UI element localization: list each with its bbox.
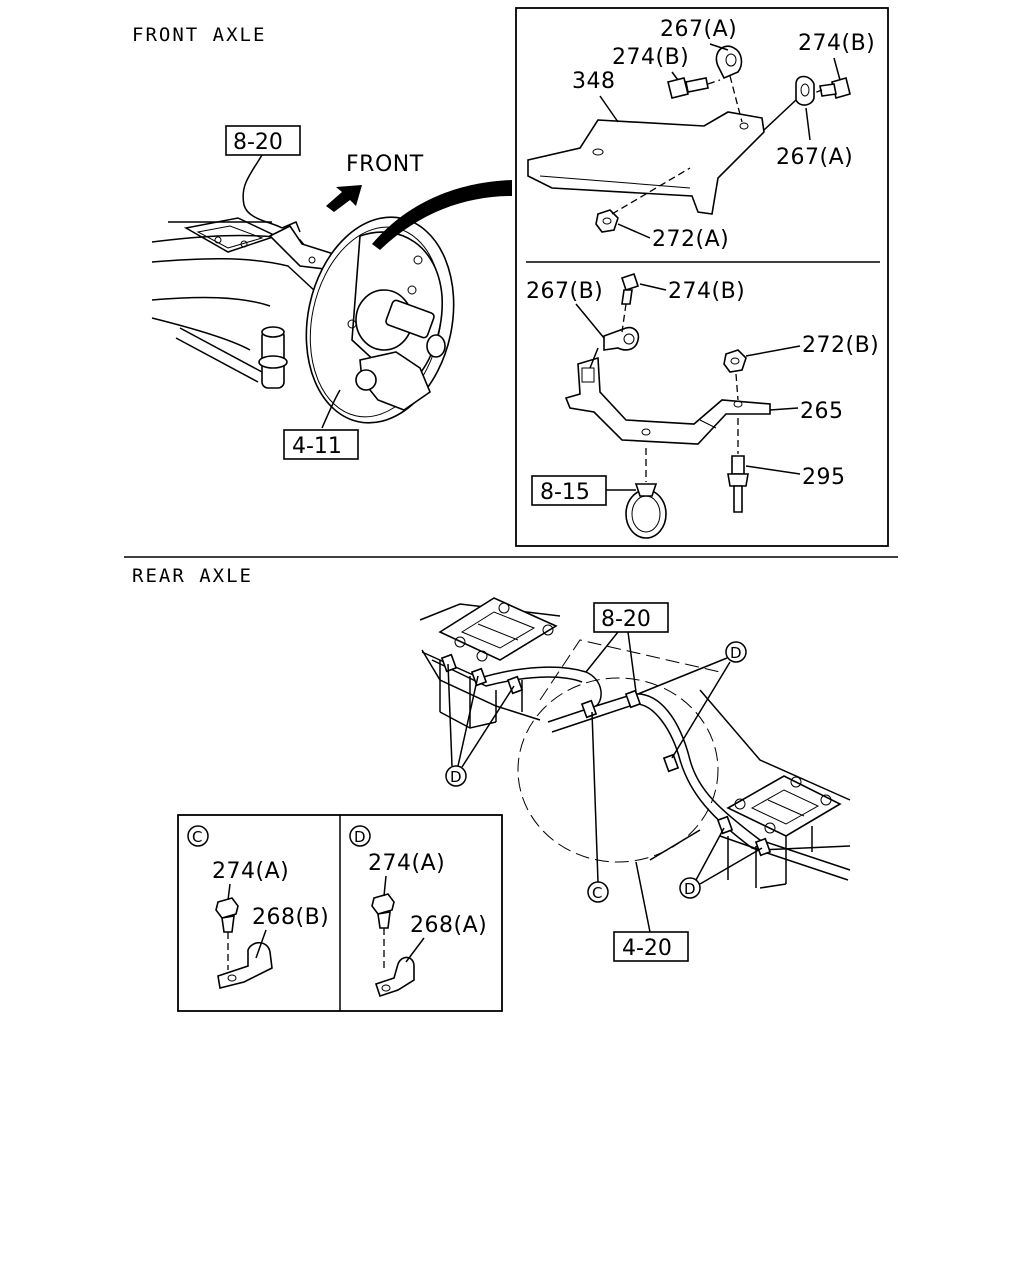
- clamp-267a-top: [715, 45, 743, 80]
- front-hub-ref: 4-11: [283, 429, 359, 460]
- detail-pointer-arrow: [372, 180, 512, 250]
- svg-text:8-15: 8-15: [540, 480, 590, 505]
- leader-295: [745, 465, 801, 475]
- front-hub-leader: [321, 389, 341, 429]
- label-274b-right: 274(B): [798, 31, 875, 56]
- detail-d-bolt: [371, 893, 395, 929]
- bolt-274b-top: [667, 77, 709, 99]
- callout-d-top-right: D: [725, 641, 747, 663]
- label-274b-mid: 274(B): [668, 279, 745, 304]
- leader-265: [769, 407, 799, 411]
- detail-d-marker: D: [349, 825, 371, 847]
- callout-d-left: D: [445, 765, 467, 787]
- front-brake-hub: [305, 216, 455, 424]
- label-295: 295: [802, 465, 846, 490]
- leader-274b-mid: [639, 283, 667, 291]
- front-direction-label: FRONT: [346, 152, 424, 177]
- bracket-348: [527, 111, 765, 215]
- label-267a-right: 267(A): [776, 145, 853, 170]
- clip-8-15: [625, 483, 667, 539]
- svg-text:D: D: [730, 644, 742, 662]
- front-axle-assembly: [151, 217, 374, 389]
- detail-c-bolt: [215, 897, 239, 933]
- rear-axle-assembly: [419, 597, 851, 889]
- detail-d-clamp: [374, 956, 415, 998]
- front-axle-title: FRONT AXLE: [132, 24, 266, 46]
- svg-text:4-20: 4-20: [622, 936, 672, 961]
- bracket-265: [564, 356, 771, 445]
- svg-text:D: D: [684, 880, 696, 898]
- detail-d-bolt-label: 274(A): [368, 851, 445, 876]
- svg-text:D: D: [450, 768, 462, 786]
- front-detail-box: [515, 7, 889, 547]
- rear-axle-title: REAR AXLE: [132, 565, 253, 587]
- label-272b: 272(B): [802, 333, 879, 358]
- svg-text:8-20: 8-20: [233, 130, 283, 155]
- rear-axle-leader: [635, 861, 651, 933]
- label-272a: 272(A): [652, 227, 729, 252]
- leader-272b: [745, 345, 801, 357]
- leader-348: [599, 95, 619, 123]
- nut-272a: [595, 209, 619, 233]
- clip-ref: 8-15: [531, 475, 607, 506]
- detail-c-marker: C: [187, 825, 209, 847]
- leader-272a: [617, 223, 651, 239]
- front-direction-arrow-icon: [326, 185, 362, 212]
- rear-cable-leader: [585, 631, 637, 693]
- leader-274b-right: [833, 57, 841, 81]
- svg-text:C: C: [192, 828, 202, 846]
- front-cable-ref: 8-20: [225, 125, 301, 156]
- label-348: 348: [572, 69, 616, 94]
- label-274b-top: 274(B): [612, 45, 689, 70]
- detail-c-clamp: [217, 941, 273, 989]
- leader-267b: [575, 303, 605, 339]
- label-267a-top: 267(A): [660, 17, 737, 42]
- nut-272b: [723, 349, 747, 373]
- bolt-274b-right: [819, 77, 851, 99]
- leader-274b-top: [671, 71, 679, 81]
- front-cable-leader: [242, 154, 283, 229]
- stud-295: [727, 455, 749, 513]
- rear-cable-ref: 8-20: [593, 602, 669, 633]
- svg-text:8-20: 8-20: [601, 607, 651, 632]
- leader-267a-top: [709, 43, 729, 51]
- svg-text:D: D: [354, 828, 366, 846]
- leader-267a-right: [805, 107, 811, 141]
- svg-text:4-11: 4-11: [292, 434, 342, 459]
- clamp-267a-right: [763, 75, 815, 131]
- clamp-267b: [589, 326, 640, 369]
- rear-axle-ref: 4-20: [613, 931, 689, 962]
- svg-text:C: C: [592, 884, 602, 902]
- detail-c-bolt-label: 274(A): [212, 859, 289, 884]
- label-265: 265: [800, 399, 844, 424]
- label-267b: 267(B): [526, 279, 603, 304]
- bolt-274b-mid: [620, 272, 640, 305]
- detail-c-clamp-label: 268(B): [252, 905, 329, 930]
- callout-d-bottom-right: D: [679, 877, 701, 899]
- centerline-267a-top: [729, 75, 743, 123]
- callout-c: C: [587, 881, 609, 903]
- detail-d-clamp-label: 268(A): [410, 913, 487, 938]
